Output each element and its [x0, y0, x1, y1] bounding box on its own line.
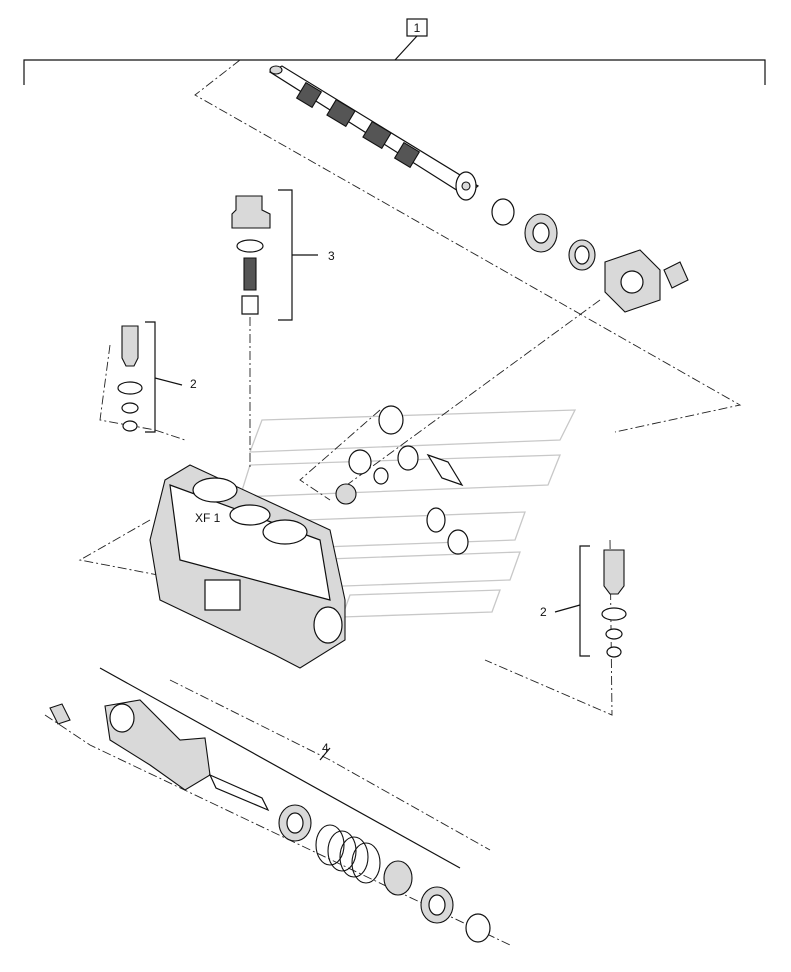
plug-icon	[231, 195, 271, 229]
o-ring-icon	[601, 607, 627, 621]
spring-icon	[243, 257, 257, 291]
callout-2-left-label: 2	[190, 377, 197, 391]
callout-2-left-group: 2	[117, 321, 197, 433]
callout-1-label: 1	[414, 21, 421, 35]
body-seals	[335, 405, 469, 555]
watermark-logo	[239, 409, 577, 618]
bushing-icon	[383, 860, 413, 896]
poppet-icon	[241, 295, 259, 315]
screw-icon	[663, 261, 689, 289]
assembly-guide-lines	[44, 59, 742, 946]
o-ring-icon	[465, 913, 491, 943]
callout-1-bracket: 1	[23, 18, 766, 85]
relief-valve-icon	[603, 549, 625, 595]
valve-body: XF 1	[149, 464, 346, 669]
callout-2-right-label: 2	[540, 605, 547, 619]
spring-retainer-bolt-icon	[208, 773, 270, 812]
o-ring-icon	[491, 198, 515, 226]
spool-end-parts	[491, 198, 689, 313]
callout-2-right-group: 2	[540, 545, 627, 658]
ball-icon	[335, 483, 357, 505]
body-marking: XF 1	[195, 511, 221, 525]
coil-spring-icon	[315, 824, 381, 884]
callout-3-label: 3	[328, 249, 335, 263]
callout-4-group: 4	[49, 667, 491, 943]
callout-4-label: 4	[322, 741, 329, 755]
relief-valve-icon	[121, 325, 139, 367]
o-ring-icon	[236, 239, 264, 253]
screw-icon	[49, 703, 71, 725]
gasket-icon	[426, 453, 464, 487]
callout-3-group: 3	[231, 189, 335, 321]
o-ring-icon	[117, 381, 143, 395]
spool-shaft	[268, 65, 480, 201]
